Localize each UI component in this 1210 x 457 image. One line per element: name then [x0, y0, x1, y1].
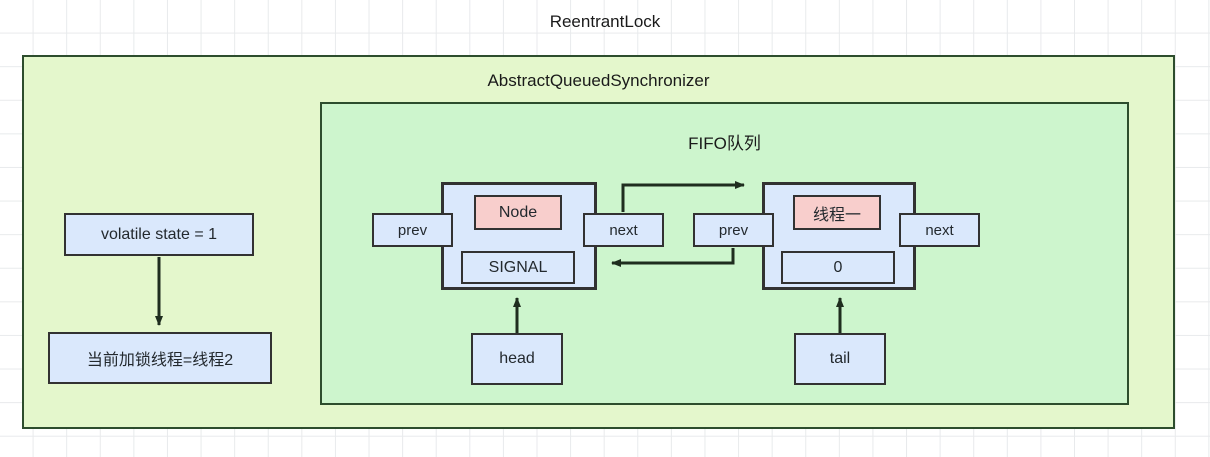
queue-node-1-head-label: Node: [474, 195, 562, 230]
queue-node-1-prev: prev: [372, 213, 453, 247]
aqs-container-label: AbstractQueuedSynchronizer: [487, 71, 710, 90]
queue-node-2-status: 0: [781, 251, 895, 284]
fifo-queue-label: FIFO队列: [688, 134, 761, 153]
queue-node-1-status: SIGNAL: [461, 251, 575, 284]
queue-node-2-head-label: 线程一: [793, 195, 881, 230]
queue-node-2-prev: prev: [693, 213, 774, 247]
queue-node-1-next: next: [583, 213, 664, 247]
current-lock-owner-box: 当前加锁线程=线程2: [48, 332, 272, 384]
queue-node-2-next: next: [899, 213, 980, 247]
tail-pointer-box: tail: [794, 333, 886, 385]
volatile-state-box: volatile state = 1: [64, 213, 254, 256]
head-pointer-box: head: [471, 333, 563, 385]
diagram-title: ReentrantLock: [549, 12, 661, 31]
